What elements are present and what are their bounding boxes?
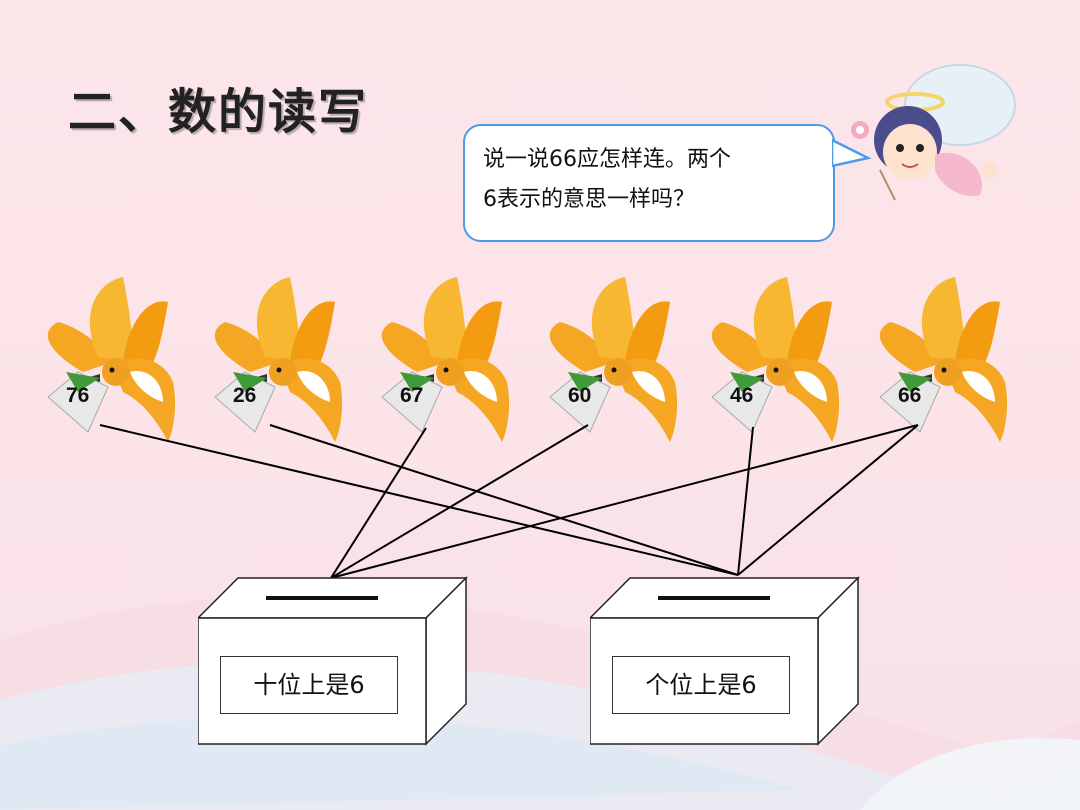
bird-number: 76 [66, 384, 90, 407]
link-26-ones [269, 424, 739, 576]
link-76-ones [99, 424, 739, 576]
bubble-text-line-1: 说一说66应怎样连。两个 [483, 147, 731, 172]
angel-illustration [851, 64, 1016, 201]
bird-icon [711, 277, 840, 442]
bird-icon [879, 277, 1008, 442]
bird-card[interactable]: 26 [205, 272, 355, 442]
speech-bubble: 说一说66应怎样连。两个 6表示的意思一样吗？ [463, 124, 835, 242]
box-label: 十位上是6 [220, 656, 398, 714]
bird-number: 26 [233, 384, 257, 407]
bird-card[interactable]: 46 [702, 272, 852, 442]
bird-card[interactable]: 66 [870, 272, 1020, 442]
bubble-tail [832, 138, 872, 168]
bird-number: 66 [898, 384, 922, 407]
bird-icon [549, 277, 678, 442]
bird-number: 67 [400, 384, 424, 407]
bird-card[interactable]: 60 [540, 272, 690, 442]
link-66-ones [737, 424, 919, 576]
bird-icon [214, 277, 343, 442]
bubble-text-line-2: 6表示的意思一样吗？ [483, 187, 695, 212]
bird-icon [47, 277, 176, 442]
bird-number: 60 [568, 384, 592, 407]
page-title: 二、数的读写 [68, 84, 369, 140]
link-60-tens [330, 424, 589, 579]
tens-box[interactable]: 十位上是6 [198, 576, 468, 746]
bird-card[interactable]: 76 [38, 272, 188, 442]
link-67-tens [330, 427, 427, 579]
link-66-tens [330, 424, 919, 579]
bird-card[interactable]: 67 [372, 272, 522, 442]
link-46-ones [737, 426, 754, 576]
box-label: 个位上是6 [612, 656, 790, 714]
bird-number: 46 [730, 384, 754, 407]
bird-icon [381, 277, 510, 442]
ones-box[interactable]: 个位上是6 [590, 576, 860, 746]
